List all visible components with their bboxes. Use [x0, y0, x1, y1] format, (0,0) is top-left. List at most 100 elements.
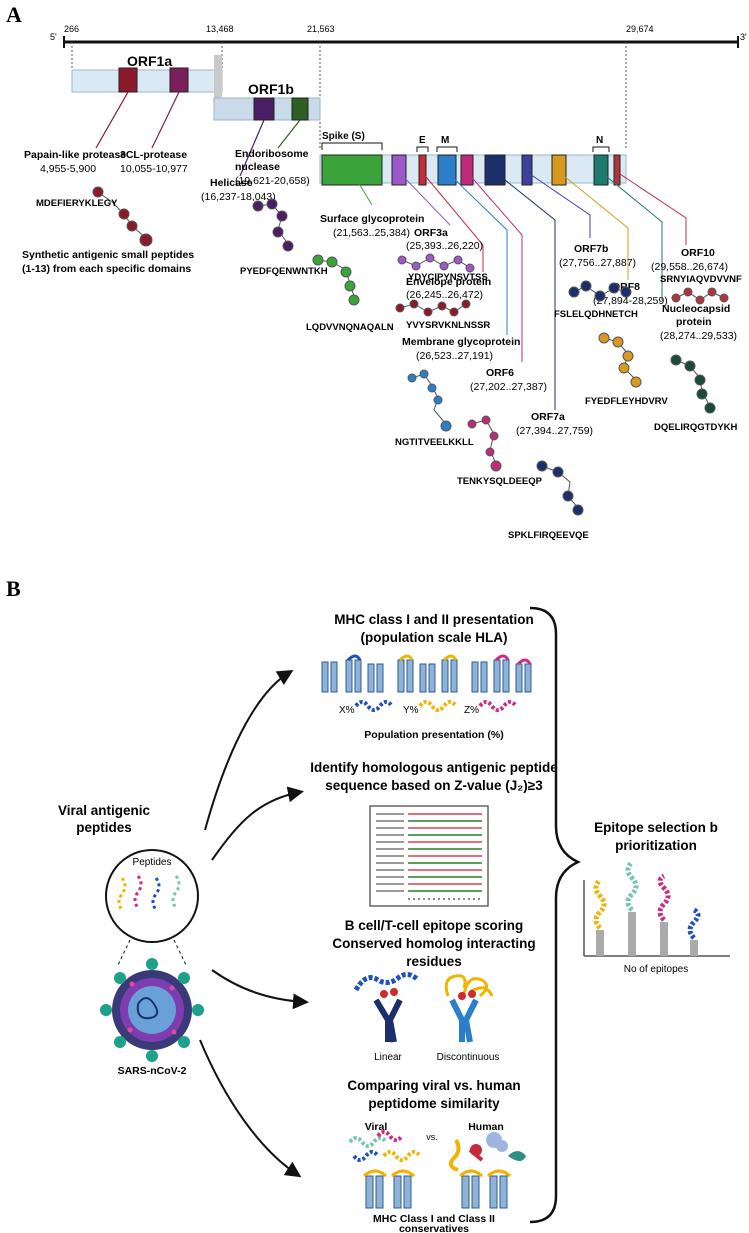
peptide-seq-orf7a: SPKLFIRQEEVQE	[508, 530, 589, 541]
orf8-range: (27,894-28,259)	[593, 295, 668, 307]
peptide-seq-orf10: SRNYIAQVDVVNF	[660, 274, 742, 285]
tick-13468: 13,468	[206, 24, 234, 34]
endo-range: (19,621-20,658)	[235, 175, 310, 187]
vs-label: vs.	[426, 1132, 438, 1142]
peptide-seq-orf6: TENKYSQLDEEQP	[457, 476, 543, 487]
synthetic-note-1: Synthetic antigenic small peptides	[22, 249, 194, 261]
orf1b-label: ORF1b	[248, 81, 294, 97]
nucleocapsid-label-2: protein	[676, 316, 712, 328]
bcell-title-1: B cell/T-cell epitope scoring	[345, 918, 524, 933]
orf6-domain	[460, 154, 474, 186]
membrane-label: Membrane glycoprotein	[402, 336, 520, 348]
spike-label: Surface glycoprotein	[320, 213, 424, 225]
right-brace	[529, 606, 582, 1224]
virus-name: SARS-nCoV-2	[118, 1065, 187, 1077]
peptide-seq-orf7b: FSLELQDHNETCH	[554, 309, 638, 320]
mhc-footer-2: conservatives	[399, 1223, 469, 1233]
envelope-label: Envelope protein	[406, 276, 491, 288]
clpro-label: 3CL-protease	[120, 149, 187, 161]
discontinuous-label: Discontinuous	[437, 1052, 500, 1063]
arrow-to-compare	[199, 1039, 302, 1178]
peptide-chain-helicase	[252, 198, 294, 252]
peptide-seq-nucleocapsid: DQELIRQGTDYKH	[654, 422, 738, 433]
no-of-epitopes-label: No of epitopes	[624, 964, 689, 975]
peptide-chain-nucleocapsid	[670, 354, 716, 414]
membrane-range: (26,523..27,191)	[416, 350, 493, 362]
five-prime-end: 5'	[50, 32, 57, 42]
tick-266: 266	[64, 24, 79, 34]
papain-domain	[118, 67, 138, 93]
peptides-magnifier	[105, 849, 199, 943]
peptide-seq-helicase: PYEDFQENWNTKH	[240, 266, 328, 277]
panel-b-label: B	[6, 576, 21, 601]
orf6-range: (27,202..27,387)	[470, 381, 547, 393]
peptides-label: Peptides	[133, 857, 172, 868]
spike-domain	[321, 154, 383, 186]
arrow-to-mhc	[204, 669, 294, 831]
selection-title-1: Epitope selection b	[594, 820, 718, 835]
clpro-domain	[169, 67, 189, 93]
e-bracket-label: E	[419, 135, 426, 146]
envelope-range: (26,245..26,472)	[406, 289, 483, 301]
helicase-label: Helicase	[210, 177, 253, 189]
mhc-footer-1: MHC Class I and Class II	[373, 1213, 495, 1225]
homolog-title-1: Identify homologous antigenic peptide	[310, 760, 558, 775]
peptide-seq-orf3a: YDYCIPYNSVTSS	[408, 272, 488, 283]
linear-antibody-icon	[353, 972, 420, 1043]
orf7b-domain	[521, 154, 533, 186]
peptide-chain-orf8	[598, 332, 642, 388]
orf3a-label: ORF3a	[414, 227, 448, 239]
peptide-chain-orf6	[467, 415, 502, 472]
peptide-seq-spike: LQDVVNQNAQALN	[306, 322, 394, 333]
peptide-chain-orf7b	[568, 280, 632, 302]
peptide-seq-papain: MDEFIERYKLEGY	[36, 198, 118, 209]
hla-receptors-icon	[321, 654, 532, 693]
arrow-to-bcell	[211, 969, 309, 1010]
peptide-seq-orf8: FYEDFLEYHDVRV	[585, 396, 668, 407]
linear-label: Linear	[374, 1052, 402, 1063]
synthetic-note-2: (1-13) from each specific domains	[22, 263, 191, 275]
orf10-domain	[613, 154, 621, 186]
viral-peptides-icon	[348, 1130, 422, 1162]
epitope-bar-icon	[583, 860, 730, 957]
mhc-receptors-compare-icon	[362, 1169, 512, 1209]
peptide-chain-envelope	[395, 299, 471, 317]
arrow-to-homolog	[211, 786, 304, 861]
helicase-range: (16,237-18,043)	[201, 191, 276, 203]
orf3a-range: (25,393..26,220)	[406, 240, 483, 252]
peptide-seq-envelope: YVYSRVKNLNSSR	[406, 320, 490, 331]
orf7a-domain	[484, 154, 506, 186]
sars-cov-2-virus-icon	[100, 958, 204, 1062]
mhc-title-1: MHC class I and II presentation	[334, 612, 534, 627]
discontinuous-antibody-icon	[444, 974, 494, 1043]
clpro-range: 10,055-10,977	[120, 163, 188, 175]
peptide-seq-membrane: NGTITVEELKKLL	[395, 437, 474, 448]
peptide-z	[478, 700, 518, 712]
membrane-domain	[437, 154, 457, 186]
peptide-chain-membrane	[407, 369, 452, 432]
m-bracket-label: M	[441, 135, 449, 146]
pct-z: Z%	[464, 705, 479, 716]
human-label: Human	[468, 1121, 504, 1133]
orf1a-box	[71, 69, 223, 93]
orf10-range: (29,558..26,674)	[651, 261, 728, 273]
panel-a-label: A	[6, 2, 22, 27]
spike-range: (21,563..25,384)	[333, 227, 410, 239]
nucleocapsid-domain	[593, 154, 609, 186]
pct-x: X%	[339, 705, 355, 716]
endo-domain	[253, 97, 275, 121]
orf6-label: ORF6	[486, 367, 514, 379]
envelope-domain	[418, 154, 427, 186]
peptide-x	[354, 700, 394, 712]
viral-title-1: Viral antigenic	[58, 803, 151, 818]
endo-label-2: nuclease	[235, 161, 280, 173]
compare-title-1: Comparing viral vs. human	[347, 1078, 520, 1093]
nucleocapsid-range: (28,274..29,533)	[660, 330, 737, 342]
orf7a-range: (27,394..27,759)	[516, 425, 593, 437]
pct-y: Y%	[403, 705, 419, 716]
peptide-chain-papain	[92, 186, 153, 247]
peptide-chain-orf3a	[397, 253, 475, 273]
spike-bracket-label: Spike (S)	[322, 131, 365, 142]
orf7b-label: ORF7b	[574, 243, 608, 255]
